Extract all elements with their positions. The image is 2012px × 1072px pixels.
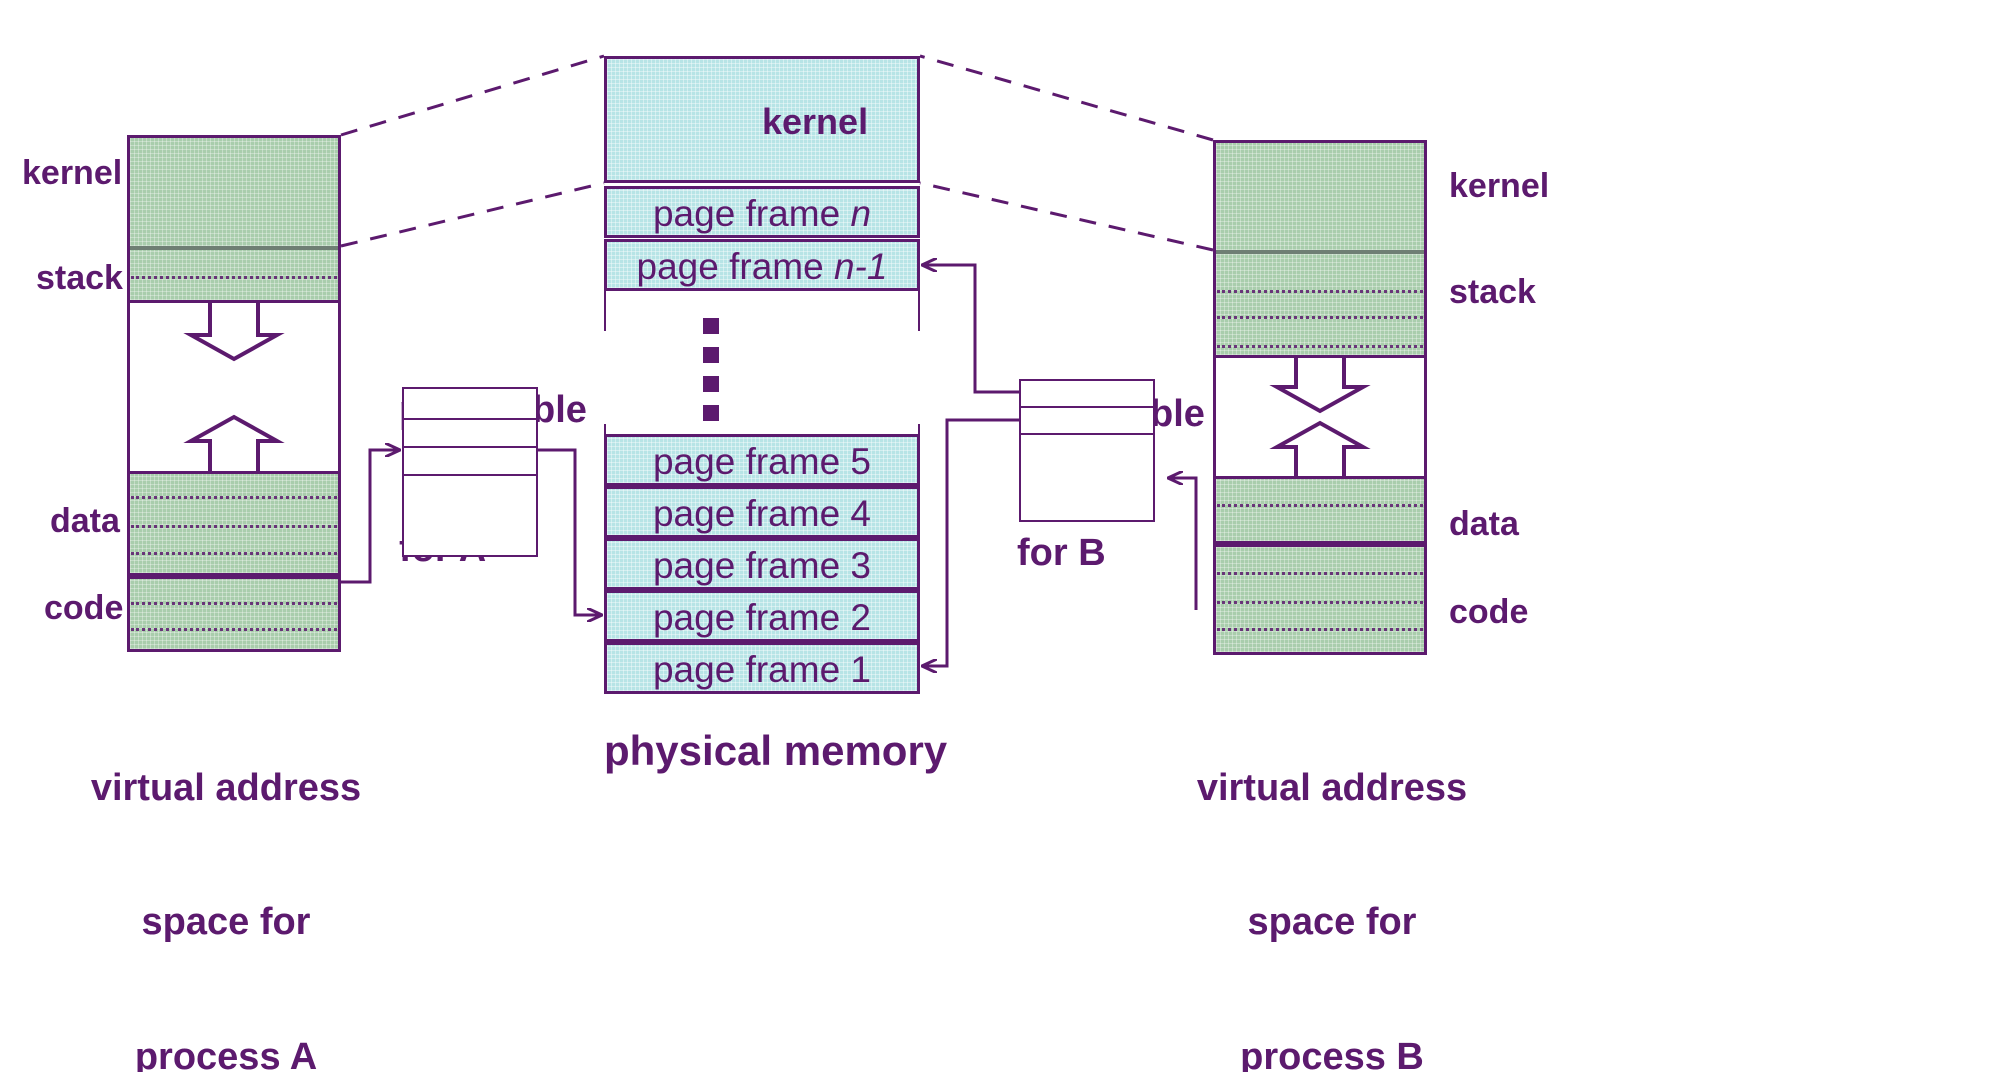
- process-a-heap-growth-arrow: [183, 414, 285, 471]
- arrow-page-table-b-to-frame-1: [923, 418, 1019, 666]
- process-b-stack-rule-2: [1217, 316, 1423, 319]
- physical-frame-3-label: page frame 3: [653, 545, 871, 586]
- process-b-code-segment: [1213, 544, 1427, 655]
- process-a-code-rule-2: [131, 628, 337, 631]
- process-b-caption-line-3: process B: [1240, 1035, 1424, 1072]
- page-table-a-entry-divider-2: [402, 446, 538, 448]
- physical-frame-n-minus-1: [604, 239, 920, 291]
- physical-frame-1-label: page frame 1: [653, 649, 871, 690]
- process-b-code-rule-3: [1217, 628, 1423, 631]
- page-table-b-entry-divider-1: [1019, 406, 1155, 408]
- process-b-code-rule-2: [1217, 601, 1423, 604]
- physical-kernel-label: kernel: [762, 101, 868, 142]
- physical-frame-n-minus-1-label: page frame n-1: [637, 246, 888, 287]
- dashed-a-kernel-bottom: [340, 181, 605, 248]
- process-b-kernel-stack-divider: [1216, 250, 1424, 254]
- physical-frame-2: [604, 590, 920, 642]
- physical-frame-n: [604, 186, 920, 238]
- page-table-a[interactable]: [402, 387, 538, 557]
- physical-memory-ellipsis: [703, 318, 719, 421]
- physical-frame-4: [604, 486, 920, 538]
- process-a-data-rule-1: [131, 496, 337, 499]
- page-table-a-entry-divider-1: [402, 418, 538, 420]
- process-a-caption-line-3: process A: [134, 1035, 318, 1072]
- process-b-stack-rule-3: [1217, 345, 1423, 348]
- arrow-a-code-to-page-table: [341, 450, 399, 584]
- physical-frame-1: [604, 642, 920, 694]
- physical-frame-3: [604, 538, 920, 590]
- page-table-b-entry-divider-2: [1019, 433, 1155, 435]
- process-a-data-rule-3: [131, 552, 337, 555]
- process-b-kernel-label: kernel: [1449, 167, 1550, 205]
- page-table-b[interactable]: [1019, 379, 1155, 522]
- process-b-code-label: code: [1449, 593, 1529, 631]
- arrow-page-table-a-to-frame-2: [538, 448, 601, 615]
- physical-kernel-block: [604, 56, 920, 183]
- process-a-code-label: code: [44, 589, 124, 627]
- process-a-data-segment: [127, 471, 341, 576]
- page-table-b-caption-line-2: for B: [1017, 531, 1106, 574]
- physical-frame-5-label: page frame 5: [653, 441, 871, 482]
- process-a-caption-line-2: space for: [141, 901, 311, 944]
- process-b-stack-rule-1: [1217, 290, 1423, 293]
- physical-memory-caption: physical memory: [604, 727, 948, 774]
- process-b-caption-line-1: virtual address: [1196, 766, 1468, 809]
- process-b-code-rule-1: [1217, 572, 1423, 575]
- page-table-a-entry-divider-3: [402, 474, 538, 476]
- physical-frame-4-label: page frame 4: [653, 493, 871, 534]
- process-a-code-rule-1: [131, 602, 337, 605]
- process-b-stack-label: stack: [1449, 273, 1536, 311]
- process-b-stack-growth-arrow: [1269, 358, 1371, 414]
- process-b-data-segment: [1213, 476, 1427, 544]
- dashed-b-kernel-top: [919, 54, 1214, 142]
- process-a-data-rule-2: [131, 525, 337, 528]
- process-b-caption: virtual address space for process B: [1192, 676, 1472, 1072]
- process-a-code-segment: [127, 576, 341, 652]
- process-a-stack-label: stack: [36, 259, 123, 297]
- process-b-caption-line-2: space for: [1247, 901, 1417, 944]
- process-a-kernel-stack-divider: [130, 246, 338, 250]
- process-a-kernel-segment: [127, 135, 341, 246]
- process-a-caption-line-1: virtual address: [90, 766, 362, 809]
- process-a-stack-segment: [127, 250, 341, 303]
- process-a-stack-dotted-rule: [131, 276, 337, 279]
- process-b-kernel-segment: [1213, 140, 1427, 250]
- process-a-caption: virtual address space for process A: [86, 676, 366, 1072]
- physical-frame-2-label: page frame 2: [653, 597, 871, 638]
- physical-gap-upper: [604, 291, 920, 331]
- process-a-stack-growth-arrow: [183, 303, 285, 362]
- process-a-kernel-label: kernel: [22, 154, 123, 192]
- arrow-b-code-to-page-table: [1169, 478, 1198, 610]
- physical-frame-5: [604, 434, 920, 486]
- process-b-data-rule-1: [1217, 504, 1423, 507]
- dashed-a-kernel-top: [340, 54, 605, 137]
- process-b-heap-growth-arrow: [1269, 420, 1371, 476]
- dashed-b-kernel-bottom: [919, 181, 1214, 252]
- arrow-page-table-b-to-frame-n-1: [923, 265, 1019, 394]
- process-a-data-label: data: [50, 502, 120, 540]
- process-b-data-label: data: [1449, 505, 1519, 543]
- physical-frame-n-label: page frame n: [653, 193, 871, 234]
- process-b-stack-segment: [1213, 254, 1427, 358]
